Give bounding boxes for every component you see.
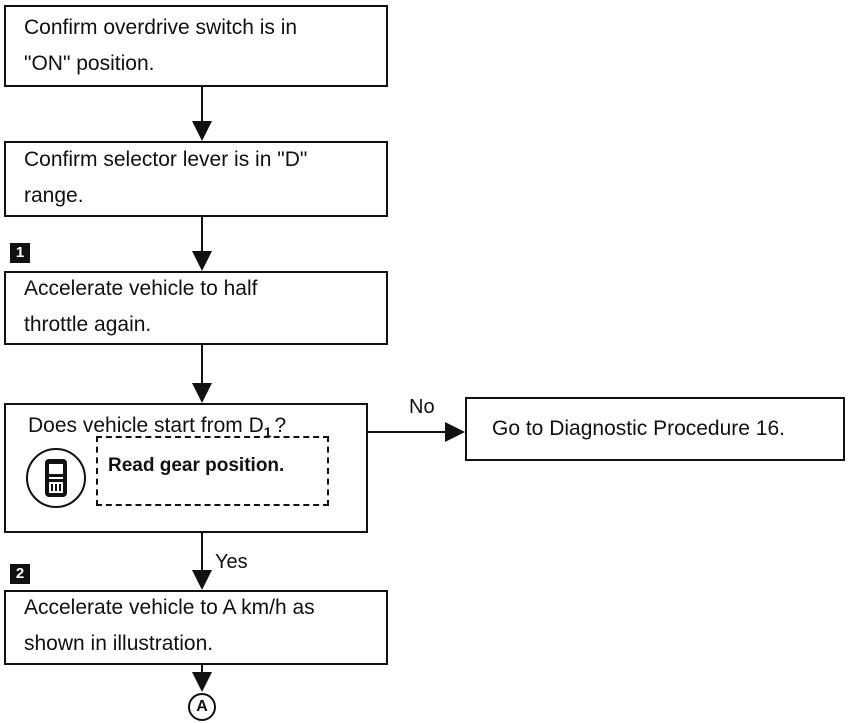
- step-marker-1: 1: [10, 243, 30, 263]
- confirm-selector-text: Confirm selector lever is in "D" range.: [24, 148, 308, 207]
- accelerate-a-text: Accelerate vehicle to A km/h as shown in…: [24, 596, 315, 655]
- accelerate-half-text: Accelerate vehicle to half throttle agai…: [24, 277, 258, 336]
- decision-question-suffix: ?: [274, 414, 287, 437]
- connector-a: A: [188, 693, 216, 721]
- decision-question: Does vehicle start from D1?: [28, 408, 286, 450]
- confirm-overdrive-text: Confirm overdrive switch is in "ON" posi…: [24, 16, 298, 75]
- step-marker-2: 2: [10, 564, 30, 584]
- confirm-overdrive-box: [4, 5, 388, 87]
- accelerate-a-box: [4, 590, 388, 665]
- go-procedure-text: Go to Diagnostic Procedure 16.: [492, 417, 785, 440]
- read-gear-note: Read gear position.: [96, 436, 329, 506]
- decision-question-prefix: Does vehicle start from D: [28, 414, 264, 437]
- edge-label-yes: Yes: [215, 551, 248, 573]
- edge-label-no: No: [409, 396, 435, 418]
- accelerate-half-box: [4, 271, 388, 345]
- decision-question-subscript: 1: [263, 424, 272, 441]
- read-gear-text: Read gear position.: [108, 455, 285, 476]
- go-procedure-box: [465, 397, 845, 461]
- consult-monitor-icon: [26, 448, 86, 508]
- confirm-selector-box: [4, 141, 388, 217]
